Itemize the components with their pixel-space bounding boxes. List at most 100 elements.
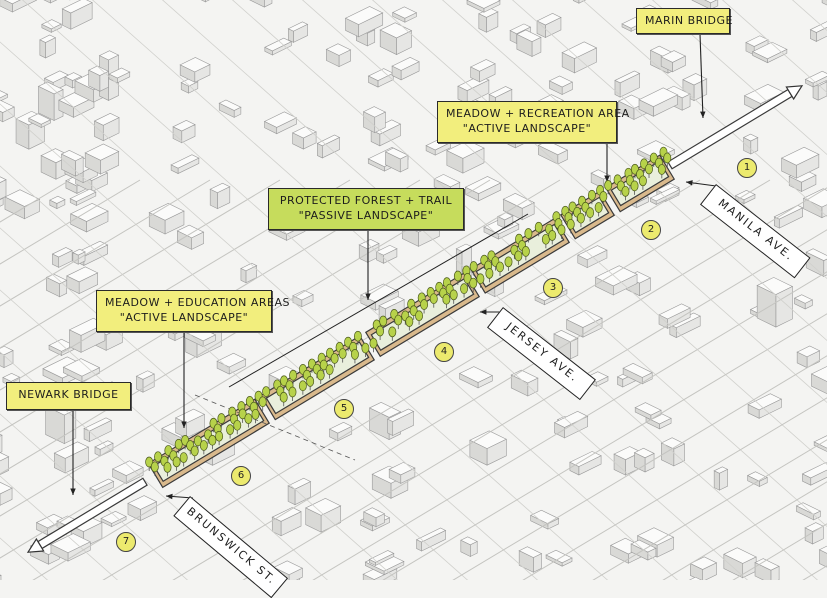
tree [377,326,384,336]
building [288,478,310,504]
tree [331,353,338,363]
building [714,467,727,490]
building-wall [50,0,66,3]
street-line [630,180,827,580]
tree [535,222,542,232]
building [782,147,819,178]
callout-line-2: "PASSIVE LANDSCAPE" [277,208,455,223]
building [471,59,495,81]
tree [664,153,671,163]
tree [505,257,512,267]
building [461,537,477,557]
building [136,371,154,392]
callout-line-2: "ACTIVE LANDSCAPE" [105,310,263,325]
tree [263,387,270,397]
building [802,463,827,486]
tree [567,219,574,229]
tree [587,208,594,218]
callout-text: NEWARK BRIDGE [18,388,118,401]
building [89,66,109,91]
building [248,0,272,7]
building-wall [714,471,719,490]
tree [600,191,607,201]
callout-line-1: MEADOW + EDUCATION AREAS [105,295,263,310]
building [748,394,781,419]
building [265,112,297,134]
tree [605,180,612,190]
building-wall [40,40,46,58]
building [519,547,541,573]
building [460,367,493,388]
callout-protected-forest: PROTECTED FOREST + TRAIL "PASSIVE LANDSC… [268,188,464,230]
building [570,451,601,475]
tree [354,331,361,341]
building [368,69,393,87]
building [812,365,827,394]
section-badge-3: 3 [543,278,563,298]
tree [486,268,493,278]
tree [362,343,369,353]
tree [389,327,396,337]
building [639,88,678,116]
tree [180,453,187,463]
building [67,267,98,294]
building [0,571,1,580]
building-wall [819,550,827,570]
tree [549,230,556,240]
building [113,461,144,484]
leader-newark-bridge-arrow [70,489,75,495]
building [634,448,654,472]
building [71,203,108,232]
building [46,274,66,297]
building-wall [719,469,727,490]
tree [470,278,477,288]
callout-meadow-education: MEADOW + EDUCATION AREAS "ACTIVE LANDSCA… [96,290,272,332]
building [573,0,601,3]
building [0,346,13,367]
building-wall [0,198,3,213]
tree [370,338,377,348]
building [149,203,184,234]
tree [252,409,259,419]
tree [577,213,584,223]
section-badge-2: 2 [641,220,661,240]
tree [658,164,665,174]
callout-line-1: PROTECTED FOREST + TRAIL [277,193,455,208]
building [814,431,827,453]
tree [454,271,461,281]
tree [317,370,324,380]
building [465,176,500,200]
section-badge-5: 5 [334,399,354,419]
tree [477,274,484,284]
section-badge-6: 6 [231,466,251,486]
tree [631,181,638,191]
tree [290,370,297,380]
building [380,23,411,55]
tree [645,164,652,174]
building-wall [822,0,827,9]
building [40,35,56,58]
tree [151,462,158,472]
tree [450,290,457,300]
tree [299,381,306,391]
tree [164,462,171,472]
building [517,30,541,57]
callout-line-2: "ACTIVE LANDSCAPE" [446,121,608,136]
building [755,559,779,580]
tree [515,251,522,261]
tree [259,397,266,407]
tree [200,440,207,450]
callout-line-1: MEADOW + RECREATION AREA [446,106,608,121]
section-badge-7: 7 [116,532,136,552]
building [33,0,66,3]
building [54,442,88,473]
building [393,7,417,22]
building-wall [579,0,602,3]
building [73,249,85,264]
tree [395,315,402,325]
tree [443,294,450,304]
callout-meadow-recreation: MEADOW + RECREATION AREA "ACTIVE LANDSCA… [437,101,617,143]
building-wall [248,0,264,7]
building [470,431,506,465]
building [447,140,484,173]
